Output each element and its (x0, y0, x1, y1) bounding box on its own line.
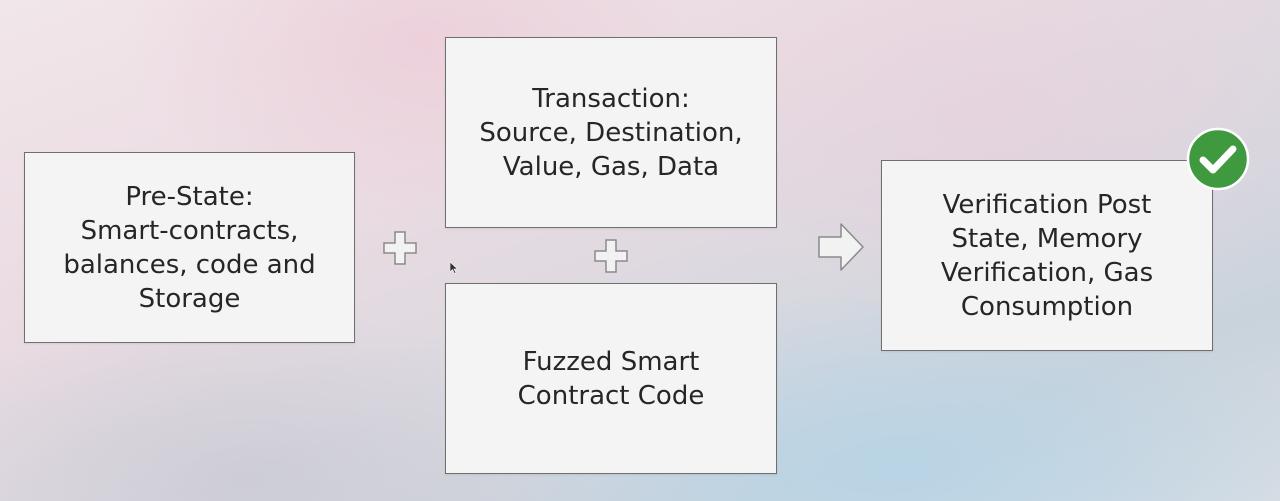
verification-text: Verification Post State, Memory Verifica… (941, 188, 1153, 324)
arrow-right-icon (818, 223, 864, 271)
prestate-line: Pre-State: (125, 181, 254, 212)
verification-line: State, Memory (951, 223, 1143, 254)
fuzzed-line: Contract Code (517, 380, 705, 411)
transaction-box: Transaction: Source, Destination, Value,… (445, 37, 777, 228)
verification-line: Consumption (960, 291, 1134, 322)
prestate-line: Smart-contracts, (80, 215, 299, 246)
cursor-icon (450, 262, 458, 274)
checkmark-icon (1186, 127, 1250, 191)
prestate-box: Pre-State: Smart-contracts, balances, co… (24, 152, 355, 343)
prestate-text: Pre-State: Smart-contracts, balances, co… (63, 180, 315, 316)
fuzzed-line: Fuzzed Smart (522, 346, 700, 377)
plus-icon (383, 231, 417, 265)
verification-box: Verification Post State, Memory Verifica… (881, 160, 1213, 351)
transaction-line: Transaction: (532, 83, 690, 114)
verification-line: Verification Post (942, 189, 1152, 220)
transaction-line: Value, Gas, Data (502, 151, 720, 182)
verification-line: Verification, Gas (940, 257, 1154, 288)
plus-icon (594, 239, 628, 273)
fuzzed-text: Fuzzed Smart Contract Code (518, 345, 705, 413)
transaction-text: Transaction: Source, Destination, Value,… (479, 82, 742, 184)
prestate-line: balances, code and (63, 249, 316, 280)
prestate-line: Storage (138, 283, 241, 314)
fuzzed-code-box: Fuzzed Smart Contract Code (445, 283, 777, 474)
transaction-line: Source, Destination, (479, 117, 743, 148)
